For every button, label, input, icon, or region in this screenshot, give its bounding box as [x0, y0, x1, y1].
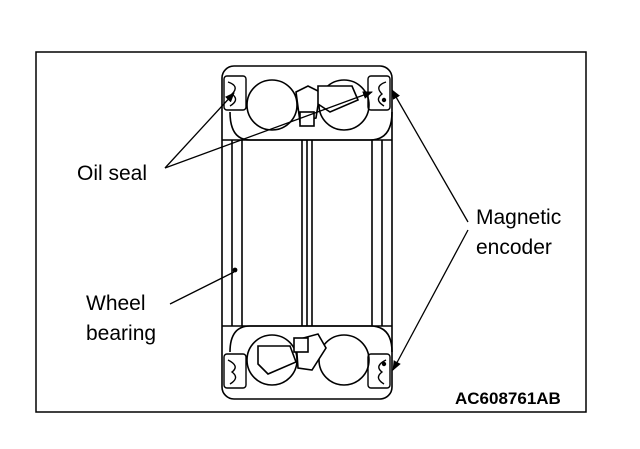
bottom-ball-row	[246, 333, 370, 386]
leader-lines	[164, 89, 469, 371]
oil-seal-shapes	[223, 75, 391, 389]
oil-seal-label: Oil seal	[77, 162, 147, 185]
magnetic-encoder-label-line2: encoder	[476, 236, 552, 259]
wheel-bearing-label-line2: bearing	[86, 322, 156, 345]
top-ball-row	[246, 79, 370, 131]
figure-code-label: AC608761AB	[455, 389, 561, 408]
magnetic-encoder-label-line1: Magnetic	[476, 206, 561, 229]
wheel-bearing-label-line1: Wheel	[86, 292, 146, 315]
encoder-dot-top	[381, 97, 387, 103]
bearing-body	[221, 65, 393, 400]
figure-frame	[35, 51, 587, 413]
encoder-dot-bottom	[381, 361, 387, 367]
wheel-bearing-dot	[232, 267, 238, 273]
